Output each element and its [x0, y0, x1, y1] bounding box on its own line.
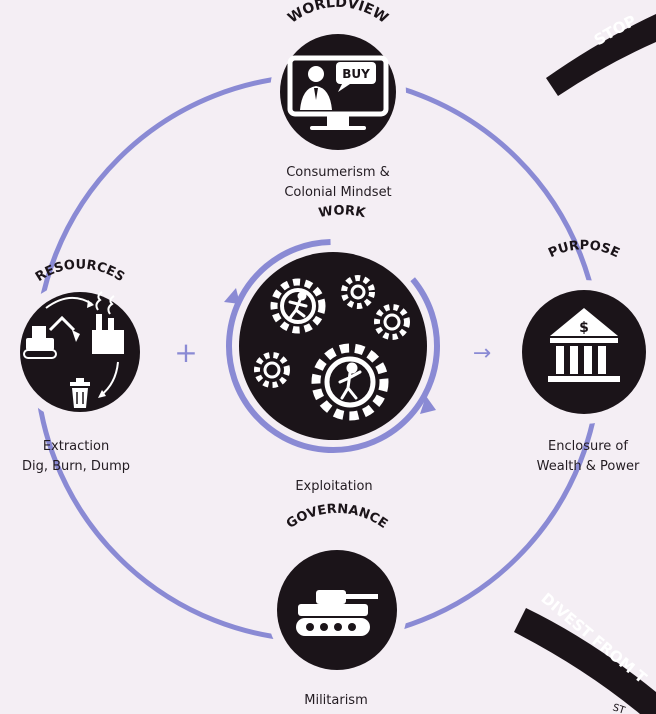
- node-worldview: WORLDVIEW BUY: [270, 0, 406, 160]
- worker-icon: [288, 291, 308, 320]
- stop-banner: STOP: [546, 12, 656, 96]
- purpose-title: PURPOSE: [546, 238, 621, 261]
- node-resources: RESOURCES: [10, 257, 150, 422]
- worker-icon-2: [338, 362, 362, 400]
- bank-icon: $: [548, 308, 620, 382]
- excavator-icon: [23, 315, 80, 359]
- plus-operator: +: [174, 336, 197, 369]
- work-caption: Exploitation: [295, 479, 372, 494]
- governance-title: GOVERNANCE: [284, 502, 390, 532]
- node-work: WORK: [224, 203, 440, 453]
- node-governance: GOVERNANCE: [267, 502, 407, 680]
- trash-icon: [70, 378, 90, 408]
- dollar-icon: $: [579, 320, 589, 336]
- resources-caption-line-1: Extraction: [43, 439, 109, 454]
- purpose-caption-line-2: Wealth & Power: [537, 459, 640, 474]
- buy-label: BUY: [342, 67, 370, 81]
- purpose-caption-line-1: Enclosure of: [548, 439, 628, 454]
- arrow-operator: →: [473, 341, 491, 366]
- resources-caption-line-2: Dig, Burn, Dump: [22, 459, 130, 474]
- divest-banner-sub: ST: [611, 702, 627, 714]
- worldview-title: WORLDVIEW: [285, 0, 391, 27]
- factory-icon: [92, 291, 124, 354]
- worldview-caption-line-1: Consumerism &: [286, 165, 390, 180]
- resources-title: RESOURCES: [33, 257, 127, 285]
- tank-icon: [296, 590, 378, 636]
- monitor-icon: BUY: [287, 55, 389, 130]
- worldview-caption-line-2: Colonial Mindset: [284, 185, 391, 200]
- node-purpose: PURPOSE $: [512, 238, 656, 424]
- governance-caption: Militarism: [304, 693, 368, 708]
- work-title: WORK: [318, 203, 368, 221]
- divest-banner: DIVEST FROM T ST: [514, 589, 656, 714]
- gears-icon: [254, 275, 410, 421]
